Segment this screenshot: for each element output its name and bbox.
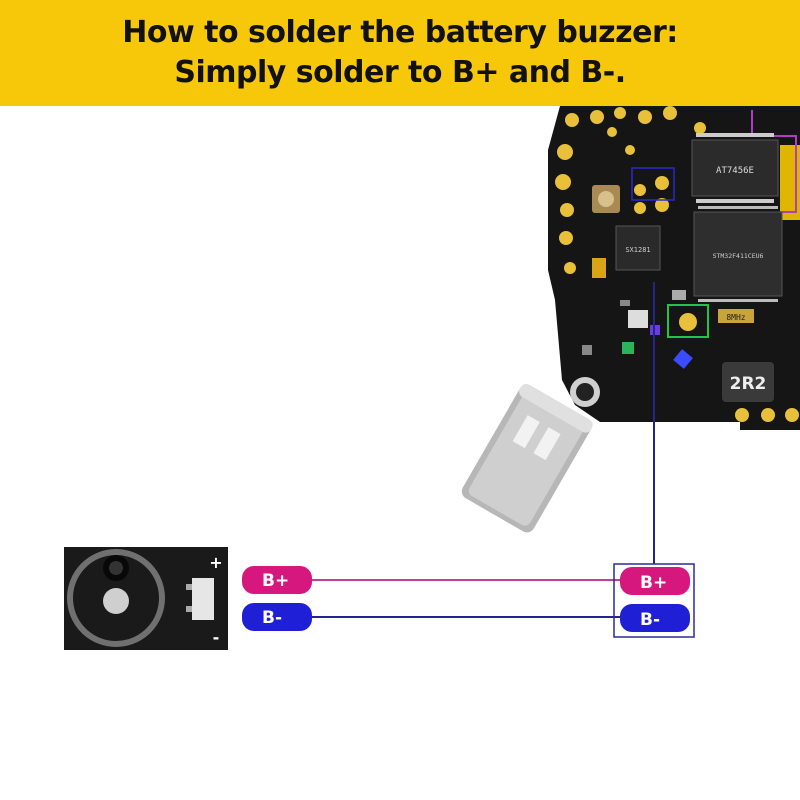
right-bplus-pad: B+ [620,567,690,595]
left-bplus-pad: B+ [242,566,312,594]
buzzer-connector [192,578,214,620]
right-bminus-pad: B- [620,604,690,632]
crystal-outline [667,304,709,338]
inductor-label: 2R2 [730,374,767,394]
receiver-chip: SX1281 [615,225,661,271]
buzzer-disc [67,549,165,647]
board-edge-pads [555,106,799,422]
pad-outline-top [631,167,675,201]
crystal-part [718,309,754,323]
right-bplus-label: B+ [640,573,667,593]
buzzer-plus-sign: + [209,553,222,572]
buzzer-module: + - [64,547,228,650]
magenta-outline [751,110,797,213]
left-bminus-pad: B- [242,603,312,631]
receiver-chip-label: SX1281 [625,246,650,254]
mcu-chip: STM32F411CEU6 [693,206,783,302]
title-line-1: How to solder the battery buzzer: [122,15,678,50]
title-line-2: Simply solder to B+ and B-. [174,55,626,90]
title-banner: How to solder the battery buzzer: Simply… [0,0,800,106]
inductor: 2R2 [722,362,774,402]
capacitor [461,383,593,533]
buzzer-minus-sign: - [213,628,220,647]
flight-controller-board: AT7456E STM32F411CEU6 SX1281 8MHz 2R2 [548,106,800,430]
left-bminus-label: B- [262,608,282,628]
osd-chip: AT7456E [691,133,779,203]
crystal-label: 8MHz [726,313,745,322]
right-pad-outline [613,563,695,638]
right-bminus-label: B- [640,610,660,630]
mcu-chip-label: STM32F411CEU6 [713,252,764,260]
left-bplus-label: B+ [262,571,289,591]
osd-chip-label: AT7456E [716,166,754,176]
